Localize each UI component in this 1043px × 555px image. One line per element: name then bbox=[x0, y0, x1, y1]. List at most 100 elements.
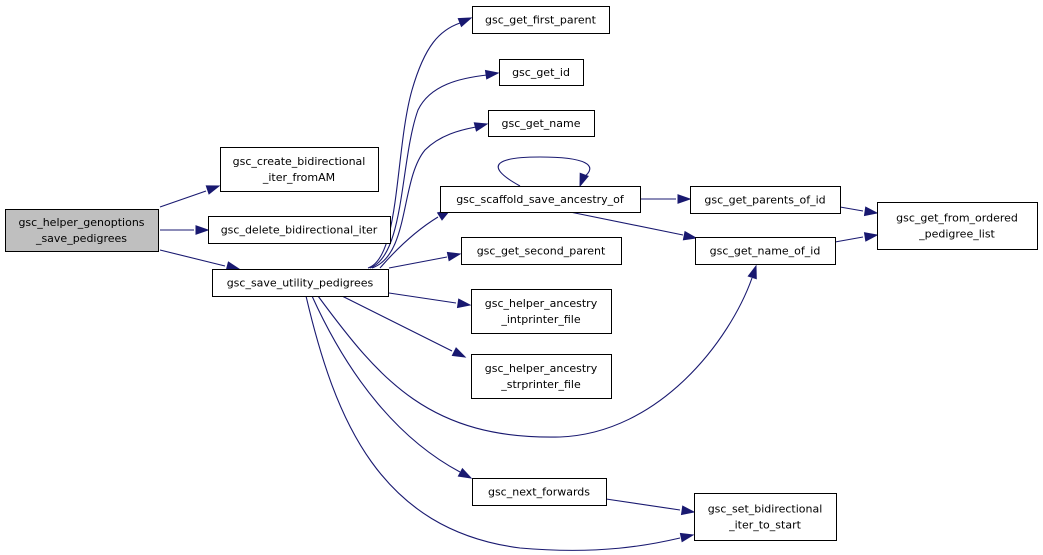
edge-root-to-sup bbox=[159, 249, 241, 271]
edge-line bbox=[839, 206, 864, 212]
edge-line bbox=[341, 295, 453, 352]
edge-line bbox=[388, 292, 457, 304]
node-sup[interactable]: gsc_save_utility_pedigrees bbox=[212, 269, 389, 297]
node-box[interactable] bbox=[220, 147, 379, 192]
edge-sup-to-nfw bbox=[311, 295, 473, 479]
node-label: gsc_delete_bidirectional_iter bbox=[221, 224, 378, 237]
node-dbi[interactable]: gsc_delete_bidirectional_iter bbox=[208, 216, 391, 244]
node-label: gsc_get_name_of_id bbox=[710, 245, 821, 258]
node-sbi[interactable]: gsc_set_bidirectional _iter_to_start bbox=[694, 493, 837, 541]
node-gsp[interactable]: gsc_get_second_parent bbox=[461, 237, 622, 265]
node-box[interactable] bbox=[471, 289, 612, 334]
edge-sup-to-sbi bbox=[305, 295, 695, 551]
node-has[interactable]: gsc_helper_ancestry _strprinter_file bbox=[471, 354, 612, 399]
node-label: gsc_next_forwards bbox=[488, 486, 590, 499]
node-label: gsc_get_id bbox=[512, 66, 570, 79]
node-label: _pedigree_list bbox=[918, 228, 995, 241]
node-label: _iter_to_start bbox=[728, 519, 802, 532]
arrowhead bbox=[457, 17, 473, 28]
edge-gni-to-gfo bbox=[834, 232, 879, 243]
arrowhead bbox=[680, 505, 696, 516]
node-label: gsc_get_name bbox=[501, 117, 580, 130]
edge-line bbox=[371, 126, 477, 269]
edge-ssa-to-gni bbox=[569, 211, 698, 241]
node-box[interactable] bbox=[212, 269, 389, 297]
edge-sup-to-gsp bbox=[388, 251, 462, 269]
arrowhead bbox=[579, 172, 589, 188]
node-label: gsc_save_utility_pedigrees bbox=[227, 277, 374, 290]
node-label: _save_pedigrees bbox=[35, 232, 127, 245]
node-label: _intprinter_file bbox=[500, 313, 580, 326]
edge-line bbox=[605, 498, 681, 511]
edge-ssa-to-gpi bbox=[640, 194, 692, 204]
node-label: gsc_helper_genoptions bbox=[18, 216, 144, 229]
node-label: gsc_get_from_ordered bbox=[896, 212, 1018, 225]
node-box[interactable] bbox=[695, 237, 836, 265]
edge-line bbox=[159, 249, 226, 267]
edge-line bbox=[311, 295, 461, 473]
edge-sup-to-hai bbox=[388, 292, 472, 309]
edge-sup-to-gnm bbox=[371, 122, 489, 269]
node-label: gsc_set_bidirectional bbox=[708, 503, 823, 516]
arrowhead bbox=[863, 232, 879, 242]
arrowhead bbox=[205, 185, 221, 195]
node-box[interactable] bbox=[472, 6, 610, 34]
node-box[interactable] bbox=[208, 216, 391, 244]
node-label: gsc_scaffold_save_ancestry_of bbox=[456, 193, 625, 206]
edge-line bbox=[305, 295, 681, 551]
node-nfw[interactable]: gsc_next_forwards bbox=[472, 478, 607, 506]
arrowhead bbox=[677, 194, 692, 204]
arrowhead bbox=[457, 467, 473, 479]
node-label: gsc_create_bidirectional bbox=[233, 155, 366, 168]
arrowhead bbox=[473, 122, 489, 132]
edge-root-to-dbi bbox=[160, 225, 210, 235]
node-label: _strprinter_file bbox=[500, 378, 581, 391]
edge-root-to-cbi bbox=[159, 185, 221, 208]
arrowhead bbox=[682, 230, 698, 241]
node-box[interactable] bbox=[440, 186, 641, 213]
node-hai[interactable]: gsc_helper_ancestry _intprinter_file bbox=[471, 289, 612, 334]
edge-ssa-to-ssa bbox=[497, 156, 591, 188]
node-label: gsc_get_second_parent bbox=[477, 245, 606, 258]
edge-line bbox=[834, 236, 864, 243]
node-box[interactable] bbox=[499, 59, 584, 86]
node-box[interactable] bbox=[472, 478, 607, 506]
node-box[interactable] bbox=[488, 110, 595, 137]
edge-line bbox=[317, 277, 753, 438]
edge-line bbox=[569, 211, 684, 236]
node-root[interactable]: gsc_helper_genoptions _save_pedigrees bbox=[5, 209, 159, 252]
node-layer: gsc_helper_genoptions_save_pedigreesgsc_… bbox=[5, 6, 1038, 541]
node-box[interactable] bbox=[694, 493, 837, 541]
node-box[interactable] bbox=[5, 209, 159, 252]
edge-line bbox=[379, 216, 439, 269]
arrowhead bbox=[195, 225, 210, 235]
node-box[interactable] bbox=[877, 202, 1038, 250]
node-ssa[interactable]: gsc_scaffold_save_ancestry_of bbox=[440, 186, 641, 213]
arrowhead bbox=[679, 532, 695, 543]
node-gpi[interactable]: gsc_get_parents_of_id bbox=[690, 186, 841, 214]
node-cbi[interactable]: gsc_create_bidirectional _iter_fromAM bbox=[220, 147, 379, 192]
arrowhead bbox=[456, 298, 472, 309]
node-box[interactable] bbox=[690, 186, 841, 214]
arrowhead bbox=[451, 347, 467, 358]
node-label: gsc_helper_ancestry bbox=[485, 362, 598, 375]
edge-nfw-to-sbi bbox=[605, 498, 696, 516]
node-gnm[interactable]: gsc_get_name bbox=[488, 110, 595, 137]
node-gid[interactable]: gsc_get_id bbox=[499, 59, 584, 86]
arrowhead bbox=[863, 206, 879, 217]
node-label: gsc_helper_ancestry bbox=[485, 297, 598, 310]
node-label: _iter_fromAM bbox=[262, 171, 335, 184]
arrowhead bbox=[484, 69, 500, 80]
node-gfp[interactable]: gsc_get_first_parent bbox=[472, 6, 610, 34]
node-box[interactable] bbox=[461, 237, 622, 265]
node-gni[interactable]: gsc_get_name_of_id bbox=[695, 237, 836, 265]
node-label: gsc_get_first_parent bbox=[485, 14, 597, 27]
edge-sup-to-has bbox=[341, 295, 467, 358]
edge-line bbox=[159, 190, 207, 208]
node-box[interactable] bbox=[471, 354, 612, 399]
edge-gpi-to-gfo bbox=[839, 206, 879, 217]
node-gfo[interactable]: gsc_get_from_ordered _pedigree_list bbox=[877, 202, 1038, 250]
arrowhead bbox=[446, 251, 462, 262]
arrowhead bbox=[225, 261, 241, 271]
